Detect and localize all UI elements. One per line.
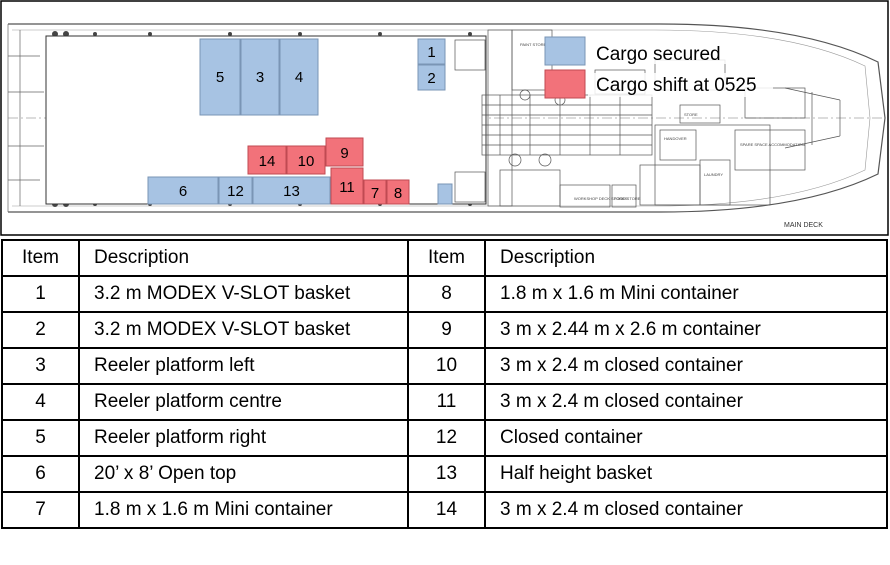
cargo-item-3: 3 <box>240 38 280 116</box>
cargo-item-6: 6 <box>147 176 219 205</box>
item-description: 3.2 m MODEX V-SLOT basket <box>78 275 409 313</box>
header-item-right: Item <box>407 239 486 277</box>
item-description: 1.8 m x 1.6 m Mini container <box>484 275 888 313</box>
table-row: 2 3.2 m MODEX V-SLOT basket 9 3 m x 2.44… <box>1 311 888 349</box>
item-description: 3 m x 2.4 m closed container <box>484 383 888 421</box>
item-number: 4 <box>1 383 80 421</box>
cargo-item-2: 2 <box>417 64 446 91</box>
cargo-item-1: 1 <box>417 38 446 65</box>
cargo-item-13: 13 <box>252 176 331 205</box>
item-description: Reeler platform right <box>78 419 409 457</box>
item-number: 12 <box>407 419 486 457</box>
svg-text:5: 5 <box>216 69 224 86</box>
cargo-item-8: 8 <box>386 179 410 205</box>
item-number: 6 <box>1 455 80 493</box>
cargo-item-4: 4 <box>279 38 319 116</box>
legend-label-shifted: Cargo shift at 0525 <box>596 75 757 96</box>
cargo-item-5: 5 <box>199 38 241 116</box>
table-header-row: Item Description Item Description <box>1 239 888 277</box>
item-number: 3 <box>1 347 80 385</box>
svg-text:11: 11 <box>339 179 355 196</box>
store-label: STORE <box>684 112 698 117</box>
item-number: 9 <box>407 311 486 349</box>
svg-text:12: 12 <box>227 183 244 200</box>
cargo-item-9: 9 <box>325 137 364 167</box>
svg-text:13: 13 <box>283 183 300 200</box>
item-number: 11 <box>407 383 486 421</box>
item-number: 1 <box>1 275 80 313</box>
item-number: 7 <box>1 491 80 529</box>
table-row: 3 Reeler platform left 10 3 m x 2.4 m cl… <box>1 347 888 385</box>
svg-text:8: 8 <box>394 185 402 202</box>
cargo-item-11: 11 <box>330 167 364 205</box>
deck-name-label: MAIN DECK <box>784 222 823 229</box>
item-number: 2 <box>1 311 80 349</box>
svg-text:7: 7 <box>371 185 379 202</box>
svg-text:4: 4 <box>295 69 303 86</box>
deck-plan: PAINT STORE HANDOVER LAUNDRY STORE SPARE… <box>0 0 889 236</box>
laundry-label: LAUNDRY <box>704 172 723 177</box>
item-description: Reeler platform centre <box>78 383 409 421</box>
legend-label-secured: Cargo secured <box>596 44 721 65</box>
svg-text:9: 9 <box>340 145 348 162</box>
hull-inner-outline <box>12 29 871 207</box>
item-number: 10 <box>407 347 486 385</box>
item-description: 3 m x 2.44 m x 2.6 m container <box>484 311 888 349</box>
deck-edge-marker <box>437 183 453 205</box>
svg-text:2: 2 <box>427 70 435 87</box>
hull-outline <box>8 23 886 213</box>
spare-space-label: SPARE SPACE ACCOMMODATION <box>740 142 805 147</box>
table-row: 5 Reeler platform right 12 Closed contai… <box>1 419 888 457</box>
svg-text:3: 3 <box>256 69 264 86</box>
item-description: 1.8 m x 1.6 m Mini container <box>78 491 409 529</box>
item-description: 20’ x 8’ Open top <box>78 455 409 493</box>
handover-label: HANDOVER <box>664 136 687 141</box>
item-description: Closed container <box>484 419 888 457</box>
item-number: 13 <box>407 455 486 493</box>
header-description-right: Description <box>484 239 888 277</box>
cargo-item-7: 7 <box>363 179 387 205</box>
item-number: 5 <box>1 419 80 457</box>
legend-swatch-secured <box>544 36 586 66</box>
item-description: 3 m x 2.4 m closed container <box>484 491 888 529</box>
item-description: Half height basket <box>484 455 888 493</box>
table-row: 1 3.2 m MODEX V-SLOT basket 8 1.8 m x 1.… <box>1 275 888 313</box>
item-number: 8 <box>407 275 486 313</box>
svg-text:10: 10 <box>298 153 315 170</box>
workshop-label: WORKSHOP DECK STORES <box>574 196 628 201</box>
legend-swatch-shifted <box>544 69 586 99</box>
legend: Cargo secured Cargo shift at 0525 <box>544 36 773 99</box>
svg-text:6: 6 <box>179 183 187 200</box>
item-description: 3.2 m MODEX V-SLOT basket <box>78 311 409 349</box>
item-description: 3 m x 2.4 m closed container <box>484 347 888 385</box>
paint-store-label: PAINT STORE <box>520 42 547 47</box>
table-row: 7 1.8 m x 1.6 m Mini container 14 3 m x … <box>1 491 888 529</box>
svg-text:1: 1 <box>427 44 435 61</box>
cargo-item-table: Item Description Item Description 1 3.2 … <box>1 239 888 529</box>
food-store-label: FOOD STORE <box>614 196 641 201</box>
table-row: 6 20’ x 8’ Open top 13 Half height baske… <box>1 455 888 493</box>
cargo-item-12: 12 <box>218 176 253 205</box>
item-description: Reeler platform left <box>78 347 409 385</box>
item-number: 14 <box>407 491 486 529</box>
cargo-item-14: 14 <box>247 145 287 175</box>
cargo-item-10: 10 <box>286 145 326 175</box>
svg-text:14: 14 <box>259 153 276 170</box>
header-description-left: Description <box>78 239 409 277</box>
header-item-left: Item <box>1 239 80 277</box>
table-row: 4 Reeler platform centre 11 3 m x 2.4 m … <box>1 383 888 421</box>
